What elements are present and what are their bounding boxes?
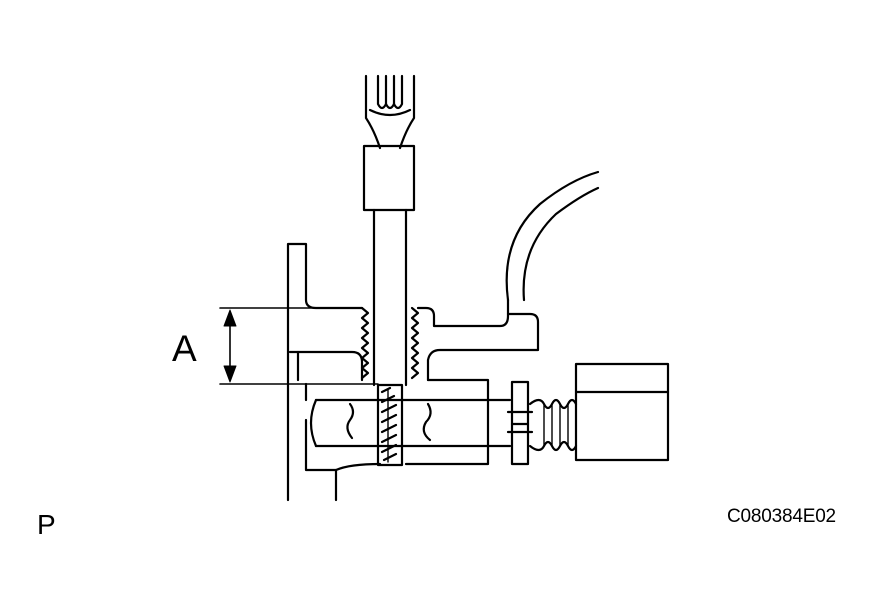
- dimension-a-lines: [219, 307, 379, 385]
- threaded-bore: [360, 306, 420, 380]
- screwdriver-ferrule: [362, 144, 416, 212]
- nut: [506, 380, 534, 466]
- tool-tip: [376, 383, 404, 467]
- screwdriver-handle: [364, 74, 416, 150]
- view-label-p: P: [37, 509, 56, 540]
- screwdriver-shaft: [372, 208, 408, 387]
- figure-code: C080384E02: [727, 506, 836, 527]
- connector-block: [574, 362, 670, 462]
- valve-shaft: [309, 398, 512, 448]
- spring: [528, 398, 578, 452]
- dimension-label-a: A: [172, 328, 197, 369]
- housing-body: [286, 170, 600, 502]
